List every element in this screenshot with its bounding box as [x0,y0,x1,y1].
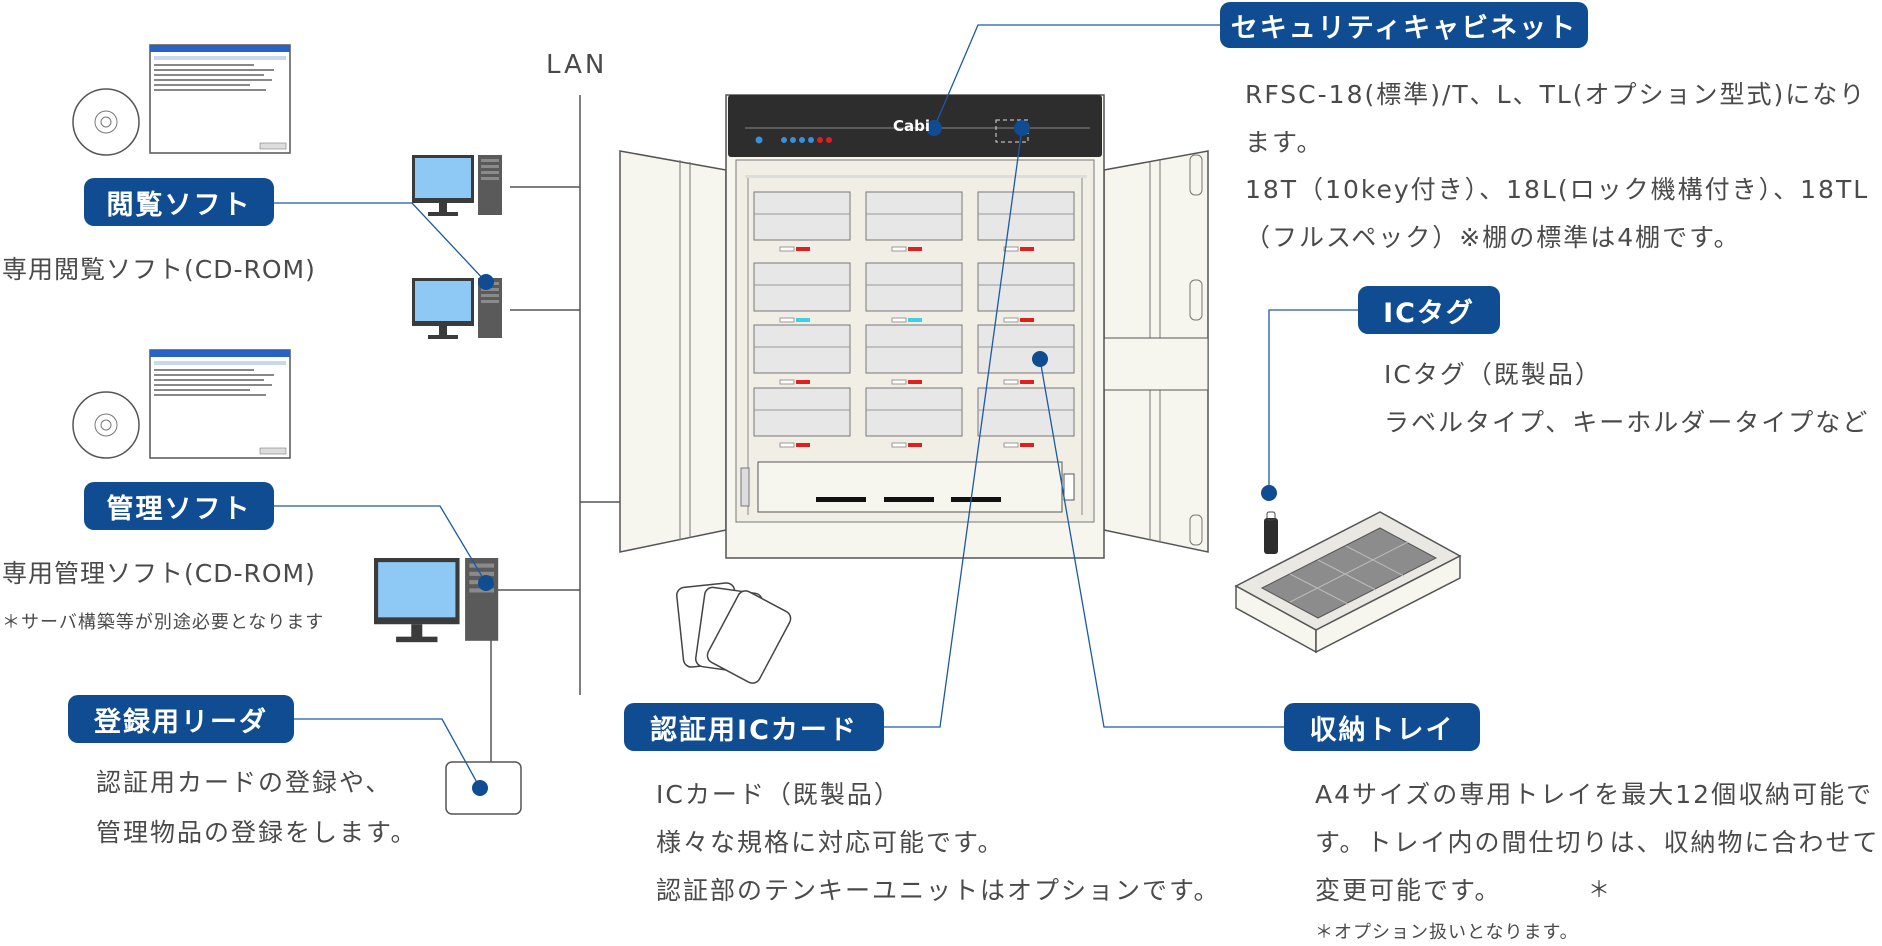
reader-title: 登録用リーダ [68,695,294,743]
ic-card-title: 認証用ICカード [624,703,884,751]
tray-indicator [1020,443,1034,447]
tray-indicator [908,318,922,322]
reader-desc-2: 管理物品の登録をします。 [96,818,418,847]
cabinet-tray [753,262,851,312]
connector-dot [472,780,488,796]
tray-indicator [908,443,922,447]
connector-dot [478,274,494,290]
viewer-software-desc: 専用閲覧ソフト(CD-ROM) [2,255,316,284]
cabinet-tray [753,191,851,241]
connector-dot [478,575,494,591]
viewer-software-title: 閲覧ソフト [84,178,274,226]
security-cabinet-title: セキュリティキャビネット [1220,2,1588,48]
cabinet-brand-logo: Cabi [893,117,931,135]
tray-indicator [1020,318,1034,322]
lan-label: LAN [546,50,608,80]
security-cabinet-desc-3: 18T（10key付き）、18L(ロック機構付き）、18TL [1245,175,1870,204]
connector-lines [274,24,1358,789]
reader-desc-1: 認証用カードの登録や、 [96,768,393,797]
cabinet-tray [865,387,963,437]
storage-tray-option-mark: ＊ [1588,878,1611,903]
ic-card-desc-2: 様々な規格に対応可能です。 [656,828,1005,857]
storage-tray-desc-2: す。トレイ内の間仕切りは、収納物に合わせて [1315,828,1880,857]
viewer-software-image [72,44,291,156]
cabinet-tray [865,191,963,241]
tray-indicator [796,247,810,251]
cabinet-tray [753,324,851,374]
storage-tray-desc-1: A4サイズの専用トレイを最大12個収納可能で [1315,780,1874,809]
ic-tag-desc-1: ICタグ（既製品） [1384,360,1602,389]
storage-tray-option-note: ＊オプション扱いとなります。 [1315,922,1579,943]
tray-indicator [796,380,810,384]
ic-tag-image [1264,511,1278,554]
admin-pc [374,558,499,643]
tray-indicator [908,247,922,251]
cabinet-tray [977,191,1075,241]
security-cabinet-desc-4: （フルスペック）※棚の標準は4棚です。 [1245,223,1741,252]
tray-indicator [1020,380,1034,384]
ic-tag-title: ICタグ [1358,286,1500,334]
admin-software-note: ＊サーバ構築等が別途必要となります [2,612,325,633]
tray-indicator [796,318,810,322]
storage-tray-image [1234,511,1462,654]
tray-indicator [908,380,922,384]
connector-dot [1032,351,1048,367]
cabinet-tray [865,262,963,312]
security-cabinet-desc-1: RFSC-18(標準)/T、L、TL(オプション型式)になり [1245,80,1867,109]
tray-indicator [1020,247,1034,251]
cabinet-tray [977,387,1075,437]
admin-software-image [72,349,291,459]
storage-tray-title: 収納トレイ [1284,703,1480,751]
cabinet-tray [865,324,963,374]
cabinet-tray [753,387,851,437]
connector-dot [926,120,942,136]
connector-dot [1014,120,1030,136]
connector-dot [1261,485,1277,501]
security-cabinet-desc-2: ます。 [1245,128,1324,157]
ic-card-desc-1: ICカード（既製品） [656,780,901,809]
viewer-pc-1 [412,155,502,216]
tray-indicator [796,443,810,447]
storage-tray-desc-3: 変更可能です。 [1315,876,1502,905]
ic-card-desc-3: 認証部のテンキーユニットはオプションです。 [656,876,1221,905]
ic-tag-desc-2: ラベルタイプ、キーホルダータイプなど [1384,408,1870,437]
cabinet-tray [977,262,1075,312]
admin-software-desc: 専用管理ソフト(CD-ROM) [2,559,316,588]
admin-software-title: 管理ソフト [84,482,274,530]
ic-cards-image [676,582,792,684]
